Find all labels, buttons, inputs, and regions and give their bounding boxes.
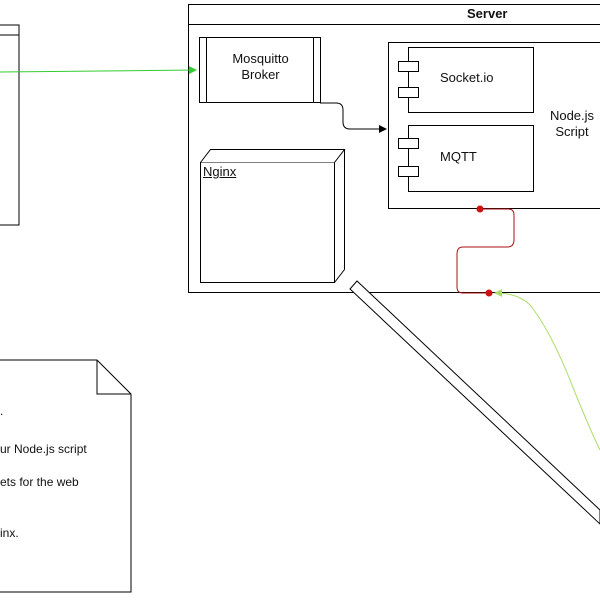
broker-label: Mosquitto Broker bbox=[207, 51, 314, 83]
note-text: . ur Node.js script ets for the web inx. bbox=[0, 0, 130, 600]
nodejs-label-line2: Script bbox=[555, 124, 589, 139]
nodejs-label: Node.js Script bbox=[541, 108, 600, 140]
nginx-label: Nginx bbox=[203, 164, 237, 179]
mqtt-label: MQTT bbox=[440, 149, 477, 164]
left-client-node bbox=[0, 24, 20, 226]
socketio-label: Socket.io bbox=[440, 70, 494, 85]
note-line-4: inx. bbox=[0, 526, 19, 540]
external-to-server-connector bbox=[494, 289, 600, 451]
client-to-broker-connector bbox=[0, 66, 197, 75]
note-line-1: . bbox=[0, 404, 4, 418]
mqtt-component bbox=[398, 125, 534, 192]
note-line-3: ets for the web bbox=[0, 475, 79, 489]
broker-to-mqtt-connector bbox=[320, 102, 387, 133]
nodejs-label-line1: Node.js bbox=[549, 108, 595, 123]
note-line-2: ur Node.js script bbox=[0, 442, 87, 456]
nginx-node bbox=[200, 149, 346, 283]
broker-label-line2: Broker bbox=[241, 67, 280, 82]
broker-label-line1: Mosquitto bbox=[232, 51, 289, 66]
connector-dot-top bbox=[476, 205, 484, 213]
server-label: Server bbox=[467, 6, 508, 21]
socketio-component bbox=[398, 47, 534, 113]
nginx-diagonal-link bbox=[349, 280, 600, 525]
nodejs-to-server-edge-connector bbox=[456, 208, 515, 294]
mosquitto-broker-box bbox=[199, 37, 321, 103]
connector-dot-bottom bbox=[485, 289, 493, 297]
note-shape bbox=[0, 359, 132, 593]
